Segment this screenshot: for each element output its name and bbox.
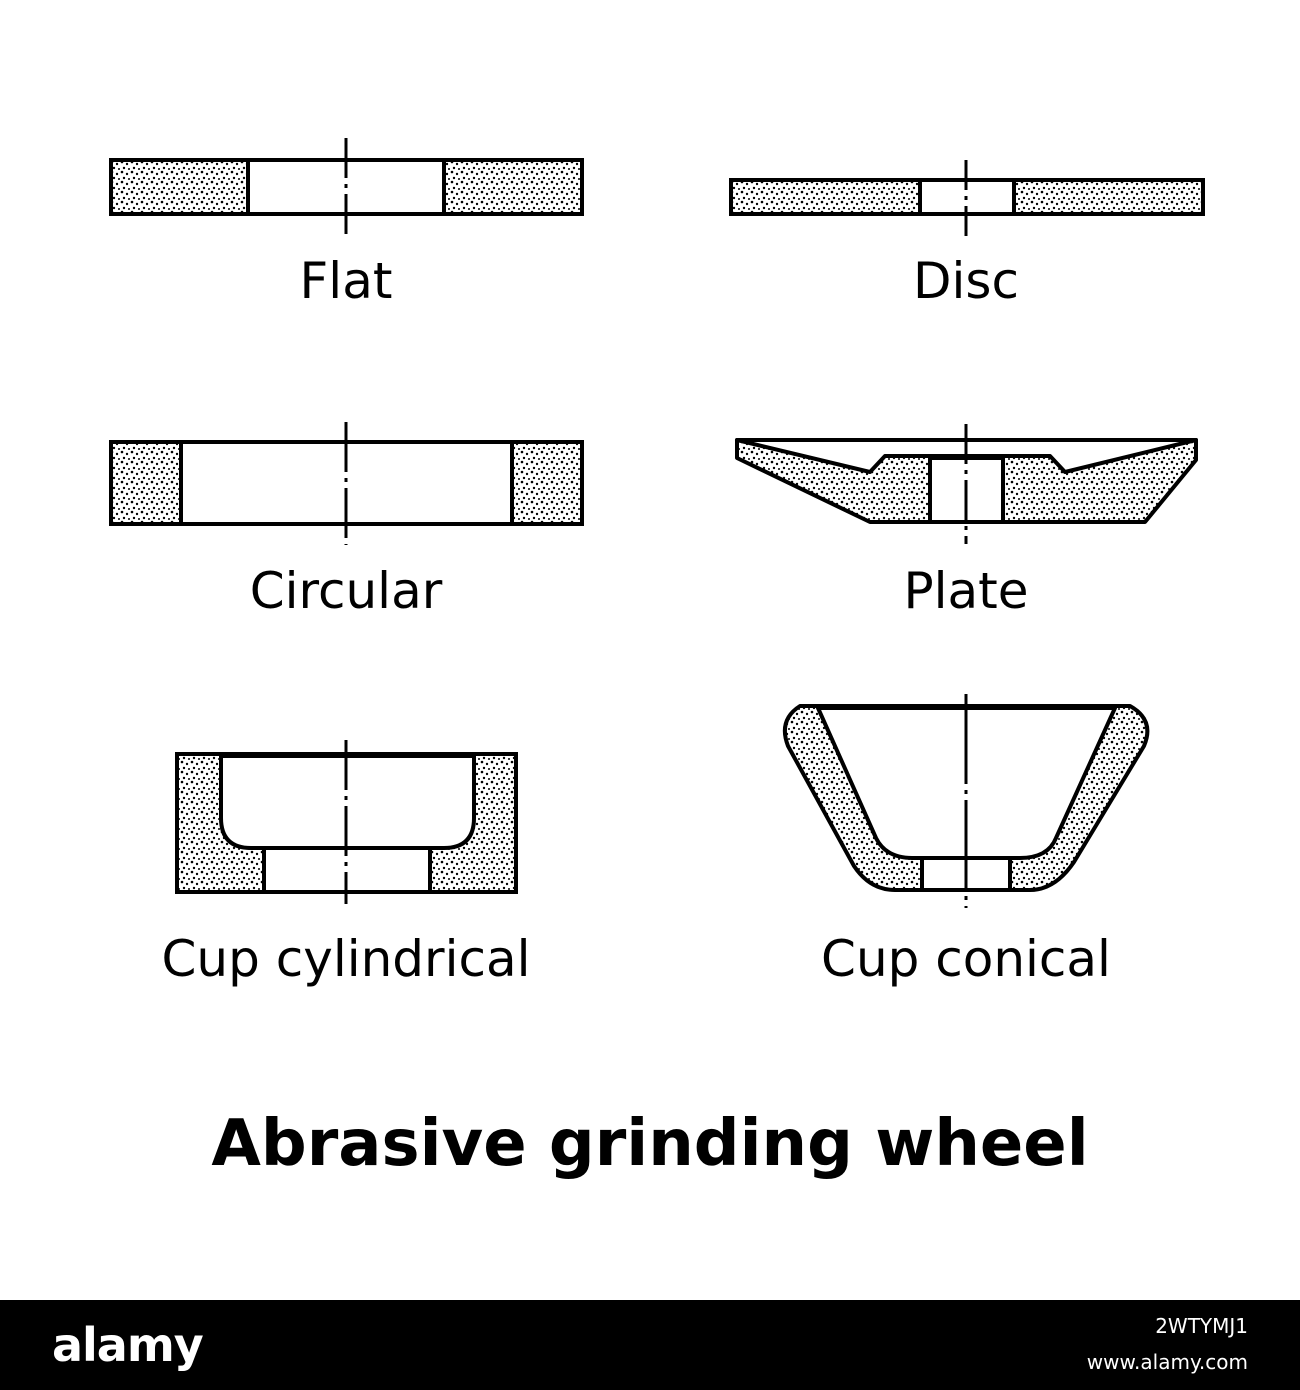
wheel-circular [109,422,584,545]
label-circular: Circular [249,562,443,620]
wheel-flat [109,138,584,234]
wheel-disc [729,160,1205,236]
brand-logo: alamy [52,1318,204,1372]
circular-abrasive-right [513,444,580,522]
image-id: 2WTYMJ1 [1155,1314,1248,1338]
diagram-title: Abrasive grinding wheel [211,1107,1089,1181]
cup-cylindrical-cavity [219,754,476,850]
wheel-cup-conical [783,694,1150,908]
wheel-cup-cylindrical [175,740,518,904]
label-cup-conical: Cup conical [821,930,1111,988]
circular-abrasive-left [113,444,180,522]
wheel-plate [735,424,1198,544]
label-plate: Plate [903,562,1029,620]
disc-abrasive-right [1015,182,1201,212]
label-cup-cylindrical: Cup cylindrical [161,930,531,988]
site-url[interactable]: www.alamy.com [1086,1350,1248,1374]
label-flat: Flat [299,252,393,310]
footer-bar: alamy 2WTYMJ1 www.alamy.com [0,1300,1300,1390]
flat-abrasive-left [113,162,247,212]
disc-abrasive-left [733,182,919,212]
label-disc: Disc [913,252,1019,310]
diagram-canvas [109,138,1205,908]
flat-abrasive-right [446,162,580,212]
